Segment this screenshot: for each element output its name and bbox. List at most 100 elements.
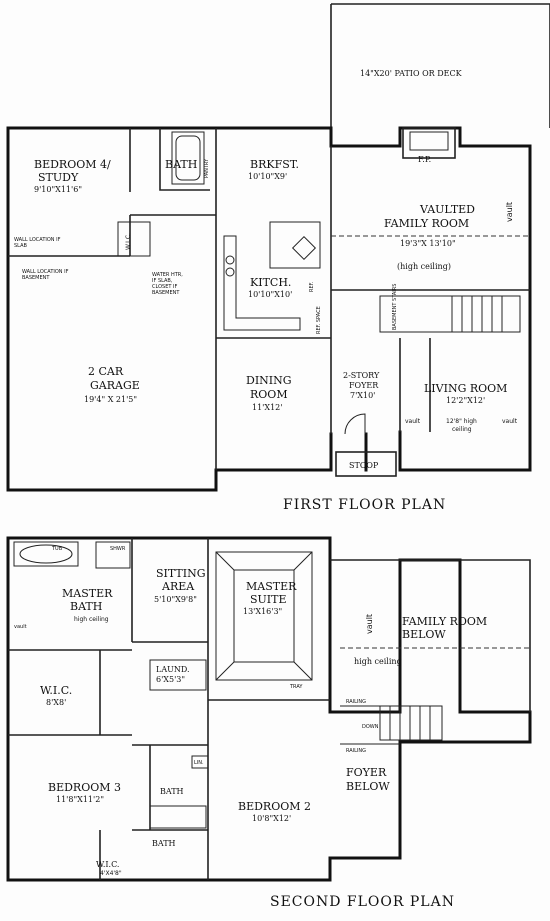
living-room-dims: 12'2"X12'	[446, 396, 485, 405]
laundry-label: LAUND.	[156, 665, 190, 674]
master-wic-label: W.I.C.	[40, 684, 72, 697]
fireplace-icon	[402, 127, 456, 159]
first-floor-plan: 14"X20' PATIO OR DECK F.P. BEDROOM 4/ ST…	[6, 3, 550, 513]
family-below-label-line2: BELOW	[402, 628, 446, 641]
sitting-area-dims: 5'10"X9'8"	[154, 595, 197, 604]
family-below-note: high ceiling	[354, 657, 402, 666]
family-room-dims: 19'3"X 13'10"	[400, 239, 456, 248]
bedroom4-label-line2: STUDY	[38, 171, 79, 184]
foyer-below-label-line1: FOYER	[346, 766, 387, 779]
master-suite-label-line1: MASTER	[246, 580, 297, 593]
bedroom3-dims: 11'8"X11'2"	[56, 795, 104, 804]
master-bath-label-line2: BATH	[70, 600, 102, 613]
living-room-note-line2: ceiling	[452, 426, 472, 433]
railing-lines	[340, 705, 400, 745]
hall-bath-tub-icon	[149, 805, 207, 829]
fireplace-label: F.P.	[418, 155, 431, 164]
master-wic-dims: 8'X8'	[46, 698, 66, 707]
garage-dims: 19'4" X 21'5"	[84, 395, 137, 404]
hall-bath2-label: BATH	[152, 839, 176, 848]
foyer-label-line1: 2-STORY	[343, 371, 380, 380]
linen-closet	[191, 755, 209, 769]
wic-closet	[117, 221, 151, 257]
laundry-room	[149, 659, 207, 691]
water-note-line2: IF SLAB,	[152, 278, 173, 284]
master-suite-tray-ceiling	[215, 551, 313, 681]
pantry-label: PANTRY	[204, 158, 210, 178]
bedroom2-label: BEDROOM 2	[238, 800, 311, 813]
railing-label-top: RAILING	[346, 699, 366, 705]
water-note-line4: BASEMENT	[152, 290, 180, 296]
railing-label-bottom: RAILING	[346, 748, 366, 754]
vault-label-living-left: vault	[405, 418, 421, 425]
basement-stairs	[379, 295, 521, 333]
first-floor-exterior-walls	[6, 126, 532, 492]
dining-label-line1: DINING	[246, 374, 292, 387]
breakfast-dims: 10'10"X9'	[248, 172, 287, 181]
sitting-area-label-line1: SITTING	[156, 567, 206, 580]
family-room-label-line2: FAMILY ROOM	[384, 217, 469, 230]
vault-label-living-right: vault	[502, 418, 518, 425]
water-note-line3: CLOSET IF	[152, 284, 177, 290]
water-note-line1: WATER HTR,	[152, 272, 183, 278]
linen-label: LIN.	[194, 760, 204, 766]
stoop-outline	[335, 451, 397, 477]
family-below-label-line1: FAMILY ROOM	[402, 615, 487, 628]
front-door-icon	[344, 413, 366, 435]
laundry-dims: 6'X5'3"	[156, 675, 185, 684]
master-bath-note: high ceiling	[74, 616, 109, 623]
garage-label-line2: GARAGE	[90, 379, 140, 392]
stairs-down-label: DOWN	[362, 724, 379, 730]
wic-label: W.I.C.	[125, 233, 132, 250]
sitting-area-label-line2: AREA	[161, 580, 195, 593]
second-floor-title: SECOND FLOOR PLAN	[270, 894, 455, 910]
shower-label: SHWR	[110, 546, 126, 552]
tub-label: TUB	[51, 546, 63, 552]
bedroom4-label-line1: BEDROOM 4/	[34, 158, 111, 171]
tray-label: TRAY	[289, 684, 303, 690]
first-floor-interior-walls	[8, 128, 530, 470]
breakfast-label: BRKFST.	[250, 158, 299, 171]
family-room-label-line1: VAULTED	[419, 203, 475, 216]
master-bathtub-icon	[13, 541, 79, 567]
living-room-label: LIVING ROOM	[424, 382, 507, 395]
kitchen-dims: 10'10"X10'	[248, 290, 292, 299]
foyer-below-label-line2: BELOW	[346, 780, 390, 793]
master-suite-dims: 13'X16'3"	[243, 607, 282, 616]
first-floor-title: FIRST FLOOR PLAN	[283, 497, 446, 513]
garage-label-line1: 2 CAR	[88, 365, 124, 378]
ref-space-label: REF. SPACE	[316, 306, 322, 334]
vault-label-family-below: vault	[365, 614, 374, 634]
kitchen-label: KITCH.	[250, 276, 291, 289]
wall-note1-line1: WALL LOCATION IF	[14, 237, 61, 243]
second-floor-interior-walls	[8, 538, 531, 880]
living-room-note-line1: 12'8" high	[446, 418, 477, 425]
wall-note2-line1: WALL LOCATION IF	[22, 269, 69, 275]
kitchen-counters	[223, 221, 321, 331]
stairs-down	[379, 705, 443, 741]
basement-stairs-label: BASEMENT STAIRS	[392, 284, 398, 330]
master-suite-label-line2: SUITE	[250, 593, 287, 606]
foyer-label-line2: FOYER	[349, 381, 379, 390]
dining-label-line2: ROOM	[250, 388, 288, 401]
shower-stall	[95, 541, 131, 569]
patio-outline	[330, 3, 550, 128]
vault-label-family: vault	[505, 202, 514, 222]
foyer-dims: 7'X10'	[350, 391, 375, 400]
bath-label: BATH	[165, 158, 197, 171]
small-wic-label: W.I.C.	[96, 860, 119, 869]
family-room-note: (high ceiling)	[397, 262, 451, 271]
master-bath-label-line1: MASTER	[62, 587, 113, 600]
stoop-label: STOOP	[349, 461, 379, 470]
hall-bath-label: BATH	[160, 787, 184, 796]
wall-note2-line2: BASEMENT	[22, 275, 50, 281]
patio-label: 14"X20' PATIO OR DECK	[360, 69, 463, 78]
small-wic-dims: 4'X4'8"	[100, 870, 122, 877]
bathtub-icon	[171, 131, 205, 185]
ref-label: REF.	[309, 281, 315, 292]
bedroom3-label: BEDROOM 3	[48, 781, 121, 794]
wall-note1-line2: SLAB	[14, 243, 27, 249]
second-floor-plan: TUB SHWR MASTER BATH high ceiling vault …	[6, 536, 532, 910]
